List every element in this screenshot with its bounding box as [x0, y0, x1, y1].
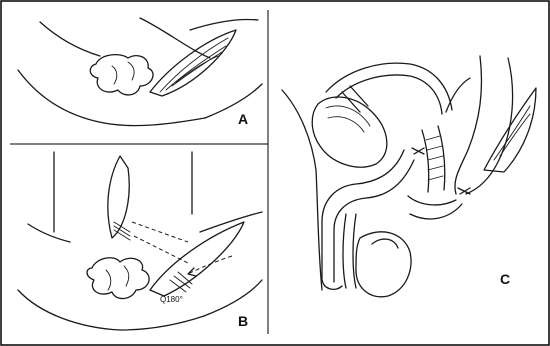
- panel-b-label: B: [238, 313, 248, 329]
- panel-a-drawing: [18, 18, 262, 126]
- panel-c-drawing: [282, 56, 536, 297]
- panel-a-label: A: [238, 111, 248, 127]
- panel-c-label: C: [500, 271, 510, 287]
- panel-b-rotation-note: Q180°: [160, 295, 183, 304]
- panel-b-drawing: [18, 152, 262, 330]
